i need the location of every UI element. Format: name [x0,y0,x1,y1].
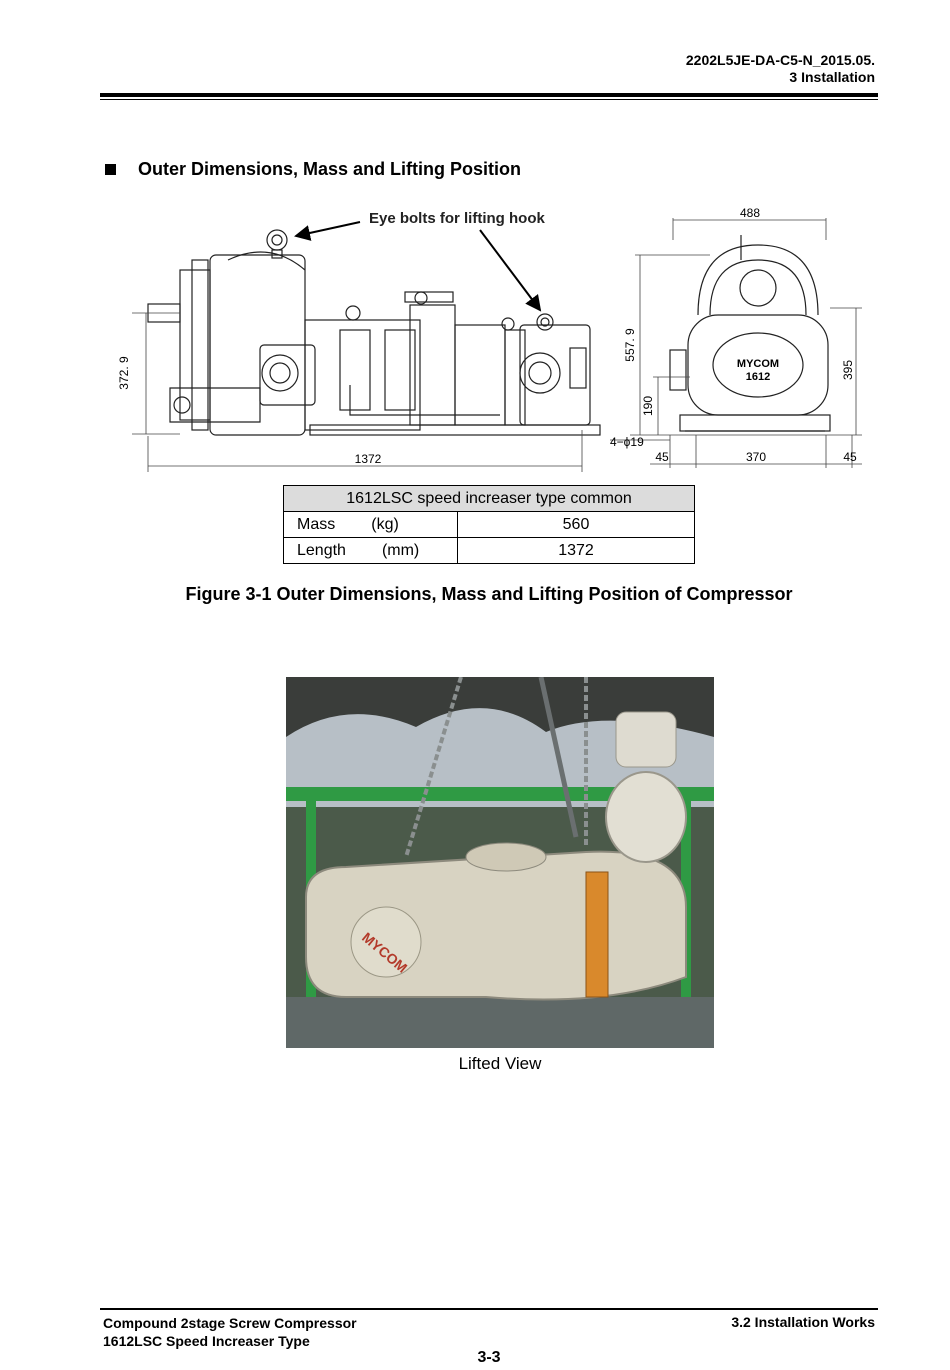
footer-product: Compound 2stage Screw Compressor [103,1315,357,1331]
length-value: 1372 [457,537,695,564]
dim-base-right: 45 [843,450,857,464]
dim-height-base: 190 [641,396,655,416]
dim-height-left: 372. 9 [117,356,131,390]
end-view-nameplate-model: 1612 [746,371,770,383]
footer-section: 3.2 Installation Works [731,1314,875,1330]
dim-holes: 4−ϕ19 [610,435,644,449]
row-label: Mass (kg) [283,511,458,538]
table-header-row: 1612LSC speed increaser type common [283,485,695,512]
row-label: Length (mm) [283,537,458,564]
table-row: Mass (kg) 560 [283,511,695,538]
section-title: Outer Dimensions, Mass and Lifting Posit… [138,159,522,179]
table-row: Length (mm) 1372 [283,537,695,564]
page-header: 2202L5JE-DA-C5-N_2015.05. 3 Installation [686,52,875,86]
footer-left: Compound 2stage Screw Compressor 1612LSC… [103,1314,357,1350]
dim-height-total: 557. 9 [623,328,637,362]
dim-base-left: 45 [655,450,669,464]
end-view-nameplate-brand: MYCOM [737,358,779,370]
dim-height-right: 395 [841,360,855,380]
dim-base-mid: 370 [746,450,766,464]
lifted-view-photo: MYCOM [286,677,714,1048]
page-number: 3-3 [477,1349,501,1366]
dim-total-length: 1372 [355,452,382,466]
section-heading: Outer Dimensions, Mass and Lifting Posit… [105,159,521,180]
table-header: 1612LSC speed increaser type common [283,485,695,512]
square-bullet-icon [105,164,116,175]
mass-label: Mass [297,515,336,533]
doc-id: 2202L5JE-DA-C5-N_2015.05. [685,52,875,68]
dim-width-top: 488 [740,206,760,220]
outer-dimension-drawing: 372. 9 1372 Eye bolts for lifting hook M… [117,206,862,472]
eye-bolt-annotation: Eye bolts for lifting hook [369,210,545,227]
mass-unit: (kg) [371,515,399,533]
footer-model: 1612LSC Speed Increaser Type [103,1333,310,1349]
header-rule [100,93,878,97]
header-section: 3 Installation [789,69,875,85]
footer-rule [100,1308,878,1310]
figure-caption: Figure 3-1 Outer Dimensions, Mass and Li… [185,584,793,604]
header-rule-thin [100,99,878,100]
mass-value: 560 [457,511,695,538]
photo-caption: Lifted View [458,1054,542,1073]
length-unit: (mm) [381,541,420,559]
spec-table: 1612LSC speed increaser type common Mass… [283,485,695,564]
length-label: Length [297,541,346,559]
